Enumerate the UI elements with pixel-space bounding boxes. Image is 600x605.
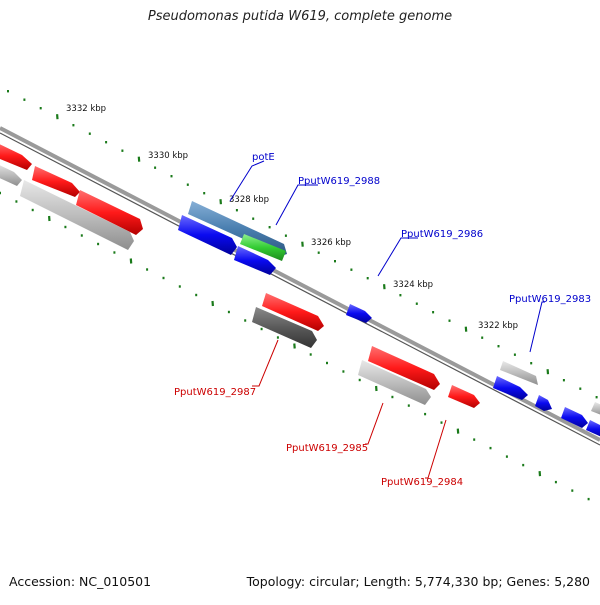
gene-label-2983[interactable]: PputW619_2983 [509,294,591,305]
leader-2985 [365,403,383,444]
gene-label-2988[interactable]: PputW619_2988 [298,176,380,187]
gene-2984[interactable] [448,385,480,408]
gene-label-2987[interactable]: PputW619_2987 [174,387,256,398]
leader-2986 [378,238,418,276]
gene-blue-upper-3[interactable] [493,376,528,400]
scale-ticks-inner [0,192,589,501]
gene-label-potE[interactable]: potE [252,152,275,163]
gene-label-2984[interactable]: PputW619_2984 [381,477,463,488]
scale-label-3330: 3330 kbp [148,151,188,161]
accession-text: Accession: NC_010501 [9,574,151,589]
gene-label-2985[interactable]: PputW619_2985 [286,443,368,454]
scale-ticks-outer [8,90,597,398]
leader-2984 [425,420,446,478]
leader-2987 [252,340,278,386]
gene-label-2986[interactable]: PputW619_2986 [401,229,483,240]
topology-text: Topology: circular; Length: 5,774,330 bp… [247,574,590,589]
scale-label-3324: 3324 kbp [393,280,433,290]
gene-red-upper-1[interactable] [0,142,32,170]
map-title: Pseudomonas putida W619, complete genome [0,9,600,24]
scale-label-3326: 3326 kbp [311,238,351,248]
leader-2983 [530,302,545,352]
scale-label-3328: 3328 kbp [229,195,269,205]
scale-label-3322: 3322 kbp [478,321,518,331]
gene-2986[interactable] [346,304,372,323]
scale-label-3332: 3332 kbp [66,104,106,114]
genes-lower [252,293,480,408]
leader-2988 [276,185,318,225]
gene-gray-upper-3[interactable] [591,402,600,416]
